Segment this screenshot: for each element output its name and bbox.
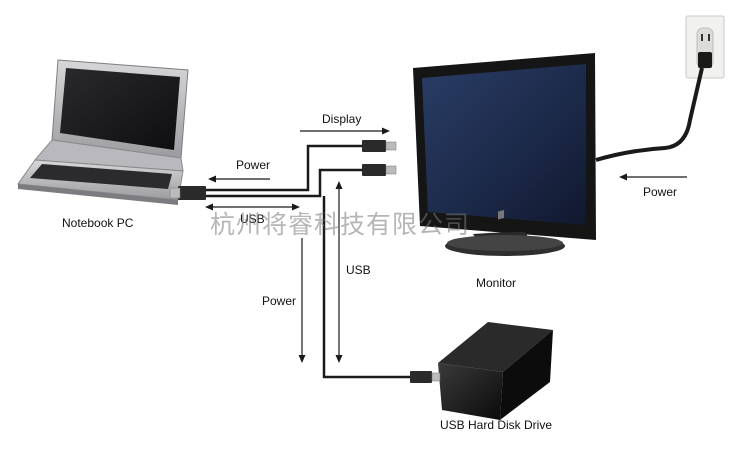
label-power-laptop: Power <box>236 158 271 172</box>
connectors <box>169 140 441 383</box>
label-usb-hard-disk-drive: USB Hard Disk Drive <box>440 418 553 432</box>
watermark: 杭州将睿科技有限公司 <box>210 210 471 239</box>
label-usb-laptop: USB <box>240 212 265 226</box>
wall-outlet <box>685 15 725 79</box>
usb-hard-disk-drive <box>438 209 553 420</box>
arrows <box>205 127 687 363</box>
label-usb-drive: USB <box>346 263 371 277</box>
label-display: Display <box>322 112 362 126</box>
label-monitor: Monitor <box>476 276 517 290</box>
cables <box>206 67 704 379</box>
monitor <box>413 53 596 256</box>
notebook-pc <box>17 59 189 205</box>
label-notebook-pc: Notebook PC <box>62 216 134 230</box>
label-power-drive: Power <box>262 294 297 308</box>
label-power-wall: Power <box>643 185 678 199</box>
